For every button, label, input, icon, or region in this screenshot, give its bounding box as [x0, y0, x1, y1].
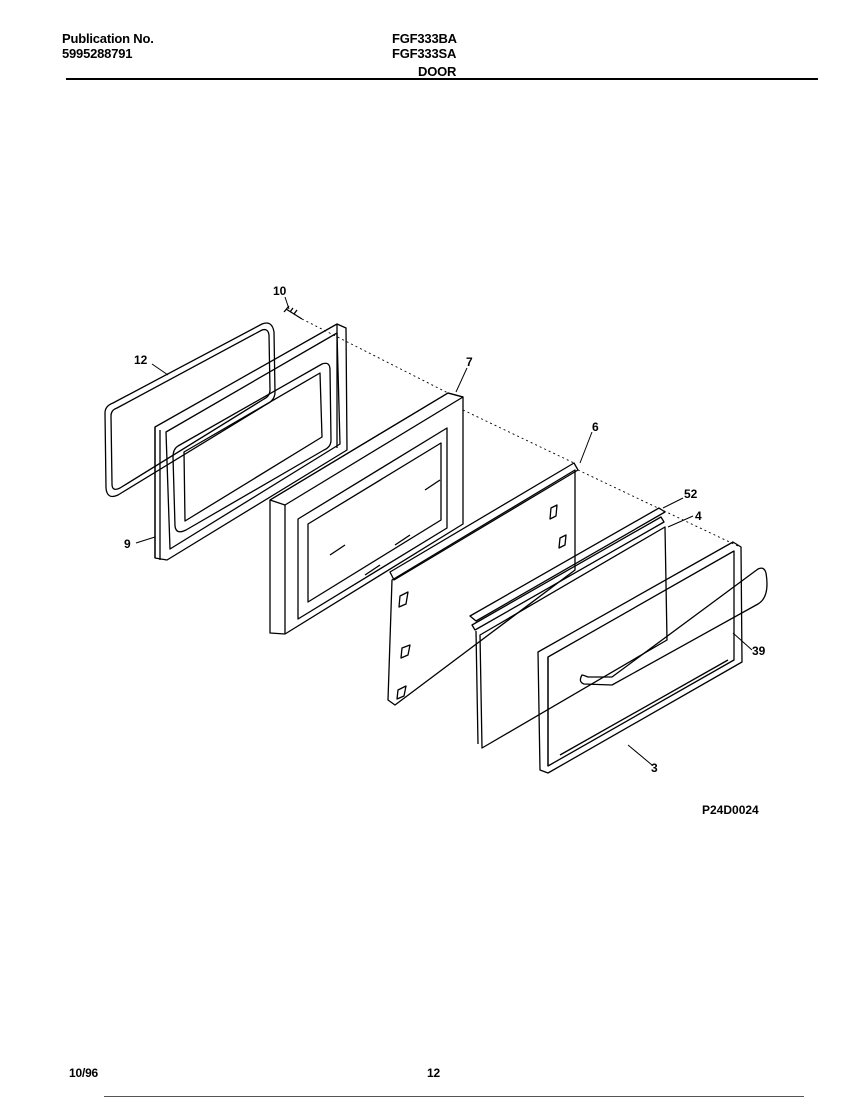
model-number-1: FGF333BA [392, 31, 457, 46]
leader-lines [135, 296, 753, 766]
glass-part-4 [475, 526, 668, 749]
publication-number: 5995288791 [62, 46, 133, 61]
footer-page-number: 12 [427, 1066, 440, 1080]
screw-part-10 [283, 305, 303, 320]
outer-door-part-3 [537, 541, 743, 774]
seal-strip-part-52 [469, 507, 666, 631]
callout-12: 12 [134, 353, 148, 367]
callout-52: 52 [684, 487, 698, 501]
callout-6: 6 [592, 420, 599, 434]
handle-part-39 [579, 567, 768, 686]
inner-door-panel-part-9 [154, 323, 348, 561]
diagram-code: P24D0024 [702, 803, 759, 817]
outer-door-frame-part-7 [269, 392, 464, 635]
publication-label: Publication No. [62, 31, 154, 46]
footer-rule [104, 1096, 804, 1097]
footer-date: 10/96 [69, 1066, 99, 1080]
callout-labels: 10 12 7 6 52 4 9 39 3 P24D0024 [124, 284, 766, 817]
callout-4: 4 [695, 509, 702, 523]
gasket-part-12 [104, 322, 276, 498]
header-rule [66, 78, 818, 80]
callout-3: 3 [651, 761, 658, 775]
section-title: DOOR [418, 64, 457, 79]
callout-7: 7 [466, 355, 473, 369]
model-number-2: FGF333SA [392, 46, 457, 61]
callout-9: 9 [124, 537, 131, 551]
assembly-lines [301, 318, 741, 548]
callout-10: 10 [273, 284, 287, 298]
callout-39: 39 [752, 644, 766, 658]
door-panel-part-6 [387, 462, 579, 706]
